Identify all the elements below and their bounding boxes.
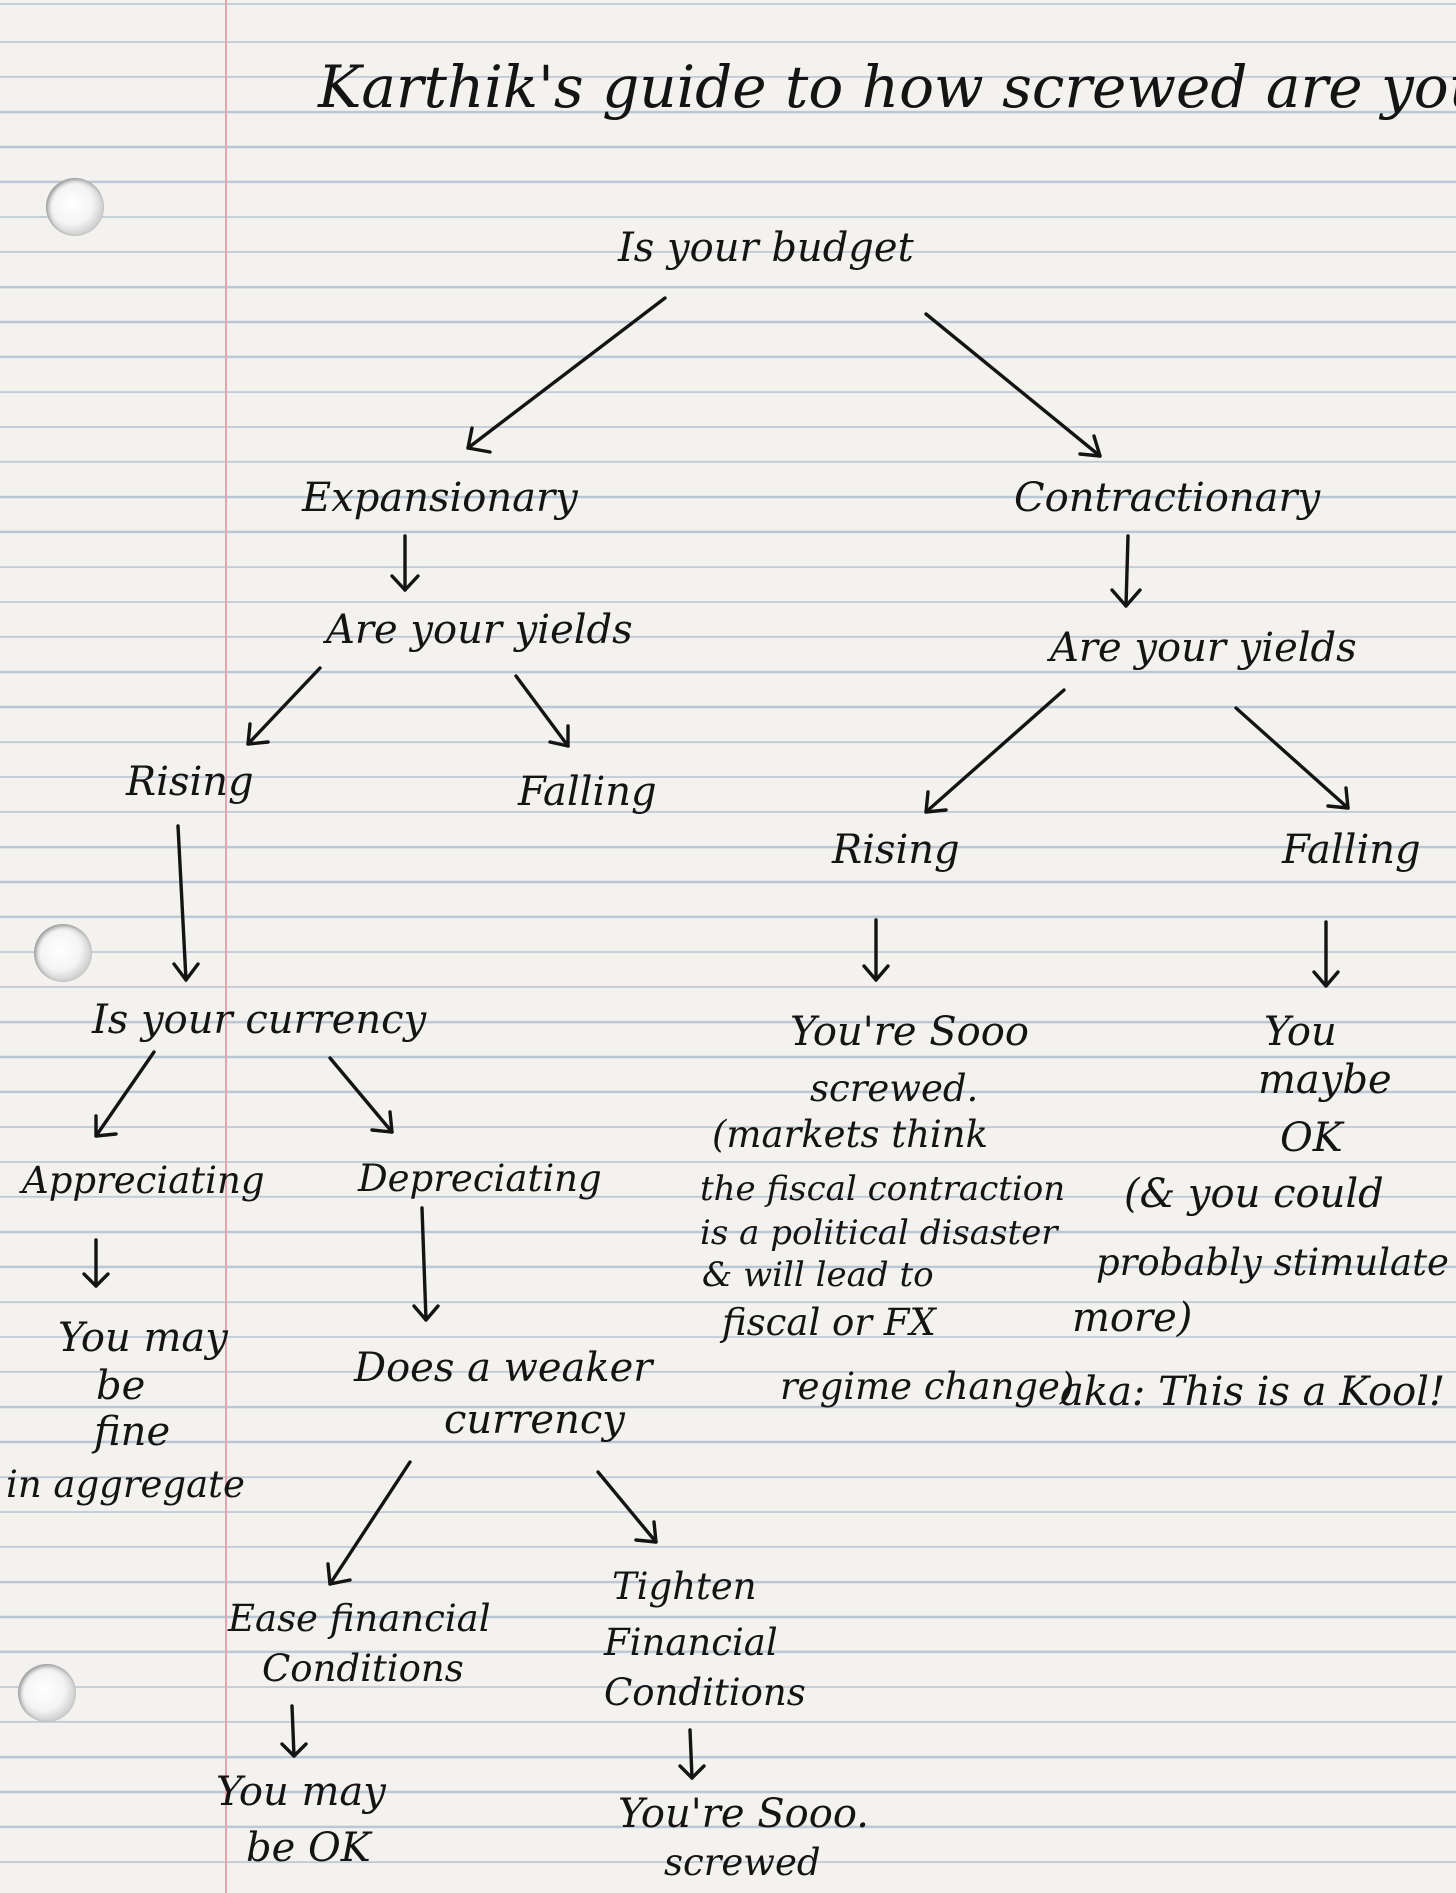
tighten-outcome: screwed — [664, 1841, 821, 1884]
weaker-currency-question: Does a weaker — [354, 1345, 653, 1391]
arrow-root-expansionary — [466, 296, 667, 450]
contractionary-node: Contractionary — [1014, 475, 1321, 521]
contractionary-rising-outcome: the fiscal contraction — [700, 1169, 1066, 1209]
contractionary-falling-outcome: maybe — [1258, 1057, 1392, 1103]
expansionary-node: Expansionary — [302, 475, 578, 521]
tighten-financial-node: Tighten — [612, 1565, 757, 1608]
arrowhead — [466, 426, 492, 454]
contractionary-rising-outcome: regime change) — [780, 1365, 1075, 1408]
appreciating-outcome-line: fine — [94, 1409, 171, 1455]
contractionary-rising-outcome: & will lead to — [702, 1255, 934, 1295]
arrowhead — [1078, 434, 1102, 458]
contractionary-rising-outcome: (markets think — [712, 1113, 988, 1156]
contractionary-rising-outcome: fiscal or FX — [722, 1301, 936, 1344]
depreciating-node: Depreciating — [358, 1157, 602, 1200]
arrow-root-contractionary — [924, 312, 1102, 458]
binder-hole — [18, 1664, 76, 1722]
appreciating-outcome-line: You may — [58, 1315, 228, 1361]
contractionary-rising-outcome: screwed. — [810, 1067, 979, 1110]
ease-outcome: You may — [216, 1769, 386, 1815]
arrowhead — [678, 1764, 706, 1780]
root-question: Is your budget — [618, 225, 914, 271]
contractionary-rising-outcome: You're Sooo — [790, 1009, 1029, 1055]
contractionary-falling-outcome: (& you could — [1124, 1171, 1384, 1217]
contractionary-falling-outcome: You — [1264, 1009, 1337, 1055]
contractionary-rising-outcome: is a political disaster — [700, 1213, 1058, 1253]
binder-hole — [34, 924, 92, 982]
arrow-contractionary-yields — [1124, 534, 1130, 608]
arrow-ease-outcome — [290, 1704, 296, 1758]
arrow-currency-appreciating — [94, 1050, 156, 1138]
arrowhead — [548, 724, 570, 748]
arrowhead — [326, 1562, 352, 1586]
arrow-cyields-rising — [924, 688, 1066, 814]
arrow-currency-depreciating — [328, 1056, 394, 1134]
binder-hole — [46, 178, 104, 236]
appreciating-outcome-line: in aggregate — [6, 1463, 245, 1506]
arrowhead — [172, 962, 200, 982]
expansionary-rising-node: Rising — [126, 759, 254, 805]
contractionary-falling-outcome: OK — [1280, 1115, 1343, 1161]
arrowhead — [370, 1110, 394, 1134]
expansionary-yields-question: Are your yields — [326, 607, 633, 653]
page-title: Karthik's guide to how screwed are you. — [318, 53, 1456, 121]
arrowhead — [862, 964, 890, 982]
arrow-tighten-outcome — [688, 1728, 694, 1780]
contractionary-yields-question: Are your yields — [1050, 625, 1357, 671]
arrow-cyields-falling — [1234, 706, 1350, 810]
ease-financial-node: Conditions — [262, 1647, 464, 1690]
margin-line — [225, 0, 227, 1893]
contractionary-rising-node: Rising — [832, 827, 960, 873]
arrowhead — [390, 574, 420, 592]
arrow-question-tighten — [596, 1470, 658, 1544]
arrow-depreciating-question — [420, 1206, 428, 1322]
expansionary-falling-node: Falling — [518, 769, 657, 815]
appreciating-outcome-line: be — [96, 1363, 146, 1409]
arrowhead — [1312, 970, 1340, 988]
arrow-rising-currency — [176, 824, 188, 982]
arrowhead — [412, 1304, 440, 1322]
currency-question: Is your currency — [92, 997, 427, 1043]
arrowhead — [634, 1520, 658, 1544]
contractionary-falling-node: Falling — [1282, 827, 1421, 873]
contractionary-falling-outcome: probably stimulate — [1096, 1241, 1449, 1284]
arrowhead — [94, 1114, 118, 1138]
ease-outcome: be OK — [246, 1825, 371, 1871]
appreciating-node: Appreciating — [22, 1159, 265, 1202]
arrowhead — [1110, 588, 1142, 608]
ease-financial-node: Ease financial — [228, 1597, 491, 1640]
tighten-outcome: You're Sooo. — [618, 1791, 869, 1837]
arrowhead — [280, 1742, 308, 1758]
arrowhead — [82, 1272, 110, 1288]
arrow-question-ease — [328, 1460, 412, 1586]
arrowhead — [924, 790, 948, 814]
arrow-yields-rising — [246, 666, 322, 746]
weaker-currency-question: currency — [444, 1397, 625, 1443]
contractionary-falling-outcome: more) — [1072, 1295, 1193, 1341]
tighten-financial-node: Financial — [604, 1621, 778, 1664]
arrowhead — [246, 722, 270, 746]
arrow-yields-falling — [514, 674, 570, 748]
arrowhead — [1326, 786, 1350, 810]
contractionary-falling-outcome: aka: This is a Kool! — [1060, 1369, 1446, 1415]
tighten-financial-node: Conditions — [604, 1671, 806, 1714]
